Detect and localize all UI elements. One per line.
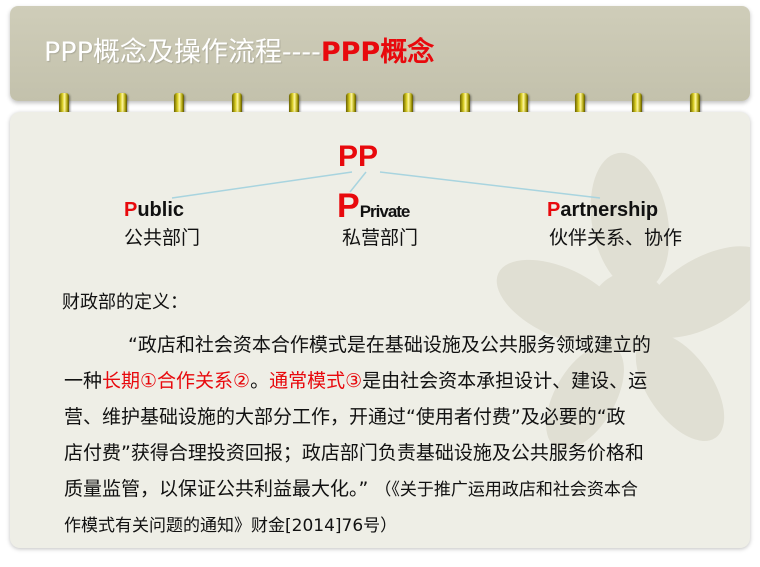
slide-title: PPP概念及操作流程----PPP概念 [44, 36, 434, 70]
connector-line [171, 171, 353, 199]
binder-ring-icon [232, 93, 242, 118]
binder-ring-icon [518, 93, 528, 118]
binder-ring-icon [632, 93, 642, 118]
definition-heading: 财政部的定义： [62, 292, 188, 313]
term-rest: Private [359, 202, 411, 221]
binder-ring-icon [403, 93, 413, 118]
binder-ring-icon [174, 93, 184, 118]
binder-ring-icon [575, 93, 585, 118]
title-banner: PPP概念及操作流程----PPP概念 [10, 6, 750, 101]
paragraph-line: 店付费”获得合理投资回报；政店部门负责基础设施及公共服务价格和 [64, 442, 644, 464]
paragraph-line: “政店和社会资本合作模式是在基础设施及公共服务领域建立的 [128, 334, 651, 356]
highlight-usual-mode: 通常模式③ [269, 370, 363, 392]
binder-ring-icon [117, 93, 127, 118]
content-panel [10, 112, 750, 548]
text-run: 是由社会资本承担设计、建设、运 [362, 370, 648, 392]
citation: （《关于推广运用政店和社会资本合 [374, 480, 638, 500]
binder-ring-icon [346, 93, 356, 118]
binder-ring-icon [460, 93, 470, 118]
definition-paragraph: “政店和社会资本合作模式是在基础设施及公共服务领域建立的 一种长期①合作关系②。… [64, 327, 724, 544]
term-initial: P [547, 199, 561, 221]
term-rest: ublic [137, 199, 185, 221]
text-run: 。 [250, 370, 270, 392]
paragraph-line: 质量监管，以保证公共利益最大化。” （《关于推广运用政店和社会资本合 [64, 471, 724, 508]
term-initial: P [124, 199, 138, 221]
citation-line: 作模式有关问题的通知》财金[2014]76号） [64, 516, 398, 536]
term-public: Public [124, 198, 184, 222]
concept-root: PP [338, 140, 379, 173]
binder-ring-icon [289, 93, 299, 118]
flower-watermark-icon [496, 152, 750, 450]
label-public-sector: 公共部门 [124, 227, 201, 249]
term-initial: P [337, 187, 360, 225]
text-run: 一种 [64, 370, 103, 392]
connector-line [379, 171, 601, 199]
label-partnership: 伙伴关系、协作 [549, 227, 683, 249]
term-partnership: Partnership [547, 198, 658, 222]
binder-ring-icon [690, 93, 700, 118]
slide-title-main: PPP概念及操作流程---- [44, 37, 321, 68]
term-rest: artnership [560, 199, 659, 221]
label-private-sector: 私营部门 [342, 227, 419, 249]
binder-ring-icon [59, 93, 69, 118]
text-run: 质量监管，以保证公共利益最大化。” [64, 478, 369, 500]
connector-line [349, 171, 367, 193]
paragraph-line: 营、维护基础设施的大部分工作，开通过“使用者付费”及必要的“政 [64, 406, 626, 428]
binder-rings [0, 93, 760, 123]
slide-title-accent: PPP概念 [320, 37, 435, 68]
term-private: PPrivate [337, 187, 411, 225]
highlight-long-term-partnership: 长期①合作关系② [102, 370, 251, 392]
paragraph-line: 一种长期①合作关系②。通常模式③是由社会资本承担设计、建设、运 [64, 363, 724, 399]
